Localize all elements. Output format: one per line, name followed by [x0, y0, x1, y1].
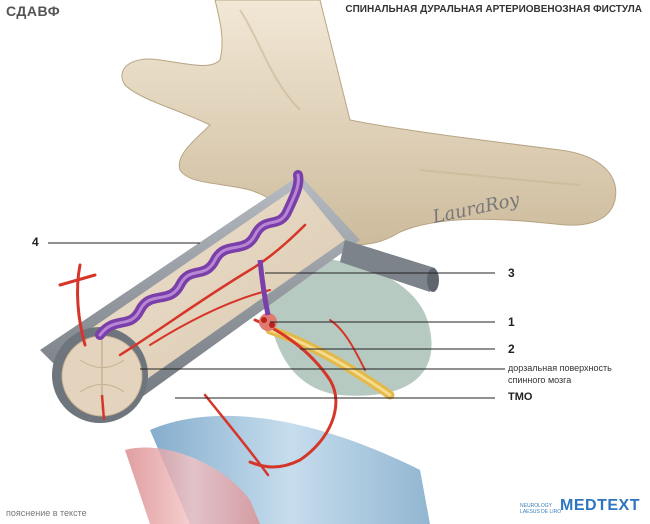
page-title: СПИНАЛЬНАЯ ДУРАЛЬНАЯ АРТЕРИОВЕНОЗНАЯ ФИС…	[345, 4, 642, 15]
anterior-artery	[100, 394, 106, 421]
radicular-artery	[248, 318, 338, 469]
label-dorsal-surface: дорзальная поверхность спинного мозга	[508, 362, 612, 386]
abbreviation: СДАВФ	[6, 3, 61, 19]
logo-main-text: MEDTEXT	[560, 497, 640, 514]
label-tmo: ТМО	[508, 391, 533, 403]
label-3: 3	[508, 266, 515, 280]
background-vessels	[125, 257, 432, 524]
leader-lines	[48, 242, 505, 399]
horizontal-vessel	[340, 240, 435, 292]
green-tissue	[268, 257, 432, 396]
logo-small-line1: NEUROLOGY	[520, 503, 552, 509]
cord-cross-section	[52, 327, 148, 423]
label-dorsal-line2: спинного мозга	[508, 375, 572, 385]
arteries	[58, 223, 366, 477]
label-4: 4	[32, 235, 39, 249]
vertebral-body-top	[121, 0, 617, 246]
pink-vessel	[125, 447, 260, 524]
label-2: 2	[508, 342, 515, 356]
logo-small-line2: LAESUS DE LIRO	[520, 509, 562, 515]
medtext-logo: NEUROLOGY LAESUS DE LIRO MEDTEXT	[520, 497, 640, 515]
fistula-site	[259, 313, 277, 331]
label-dorsal-line1: дорзальная поверхность	[508, 363, 612, 373]
vertebra	[121, 0, 617, 246]
label-1: 1	[508, 315, 515, 329]
footnote: пояснение в тексте	[6, 508, 87, 518]
logo-small-text: NEUROLOGY LAESUS DE LIRO	[520, 503, 562, 515]
